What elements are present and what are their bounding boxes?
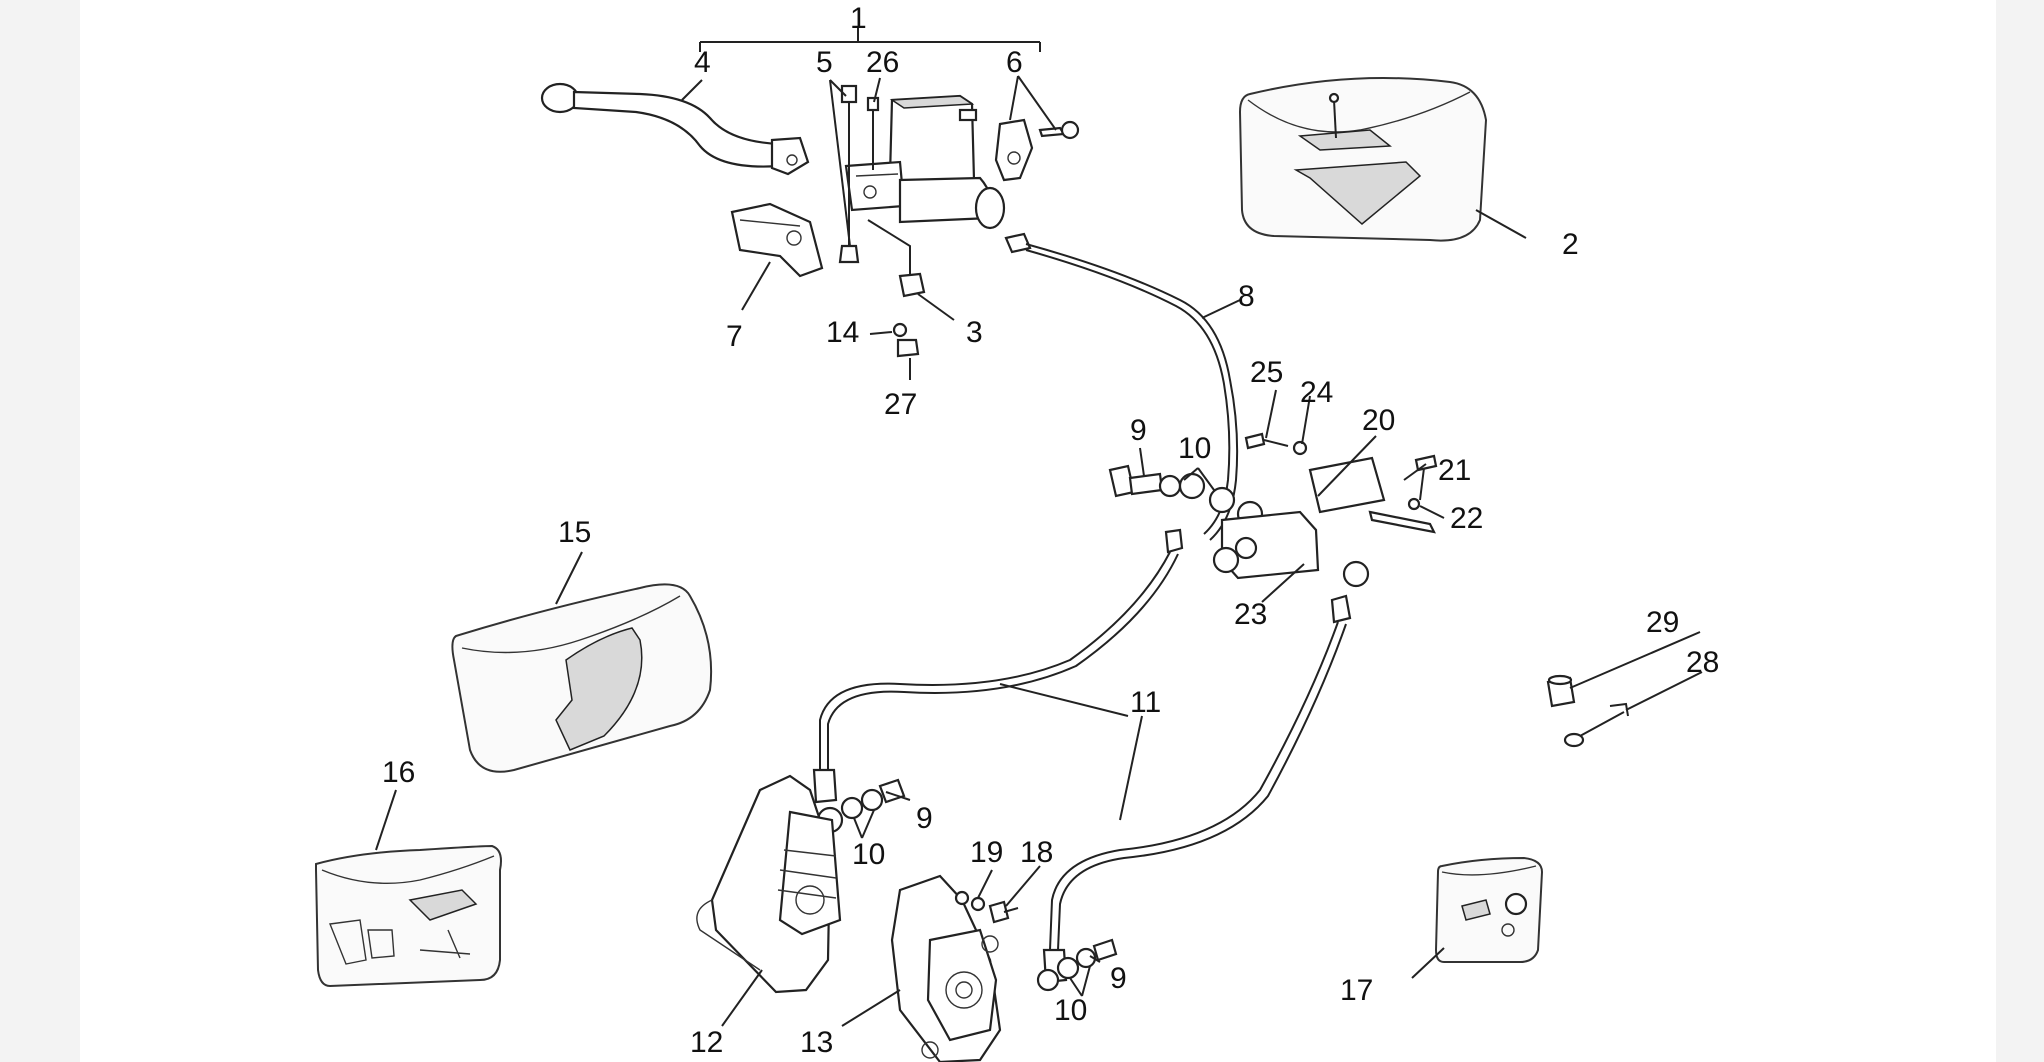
callout-2: 2	[1562, 228, 1579, 261]
hose-8	[1004, 232, 1239, 541]
callout-6: 6	[1006, 46, 1023, 79]
caliper-front-right	[890, 874, 1002, 1062]
callout-18: 18	[1020, 836, 1053, 869]
bolt-26	[866, 96, 880, 170]
repair-kit-bag-2	[1238, 77, 1488, 242]
washer-22	[1407, 497, 1421, 511]
bolt-5	[838, 84, 860, 264]
hose-11-left	[812, 528, 1184, 804]
callout-26: 26	[866, 46, 899, 79]
repair-kit-bag-16	[315, 844, 502, 988]
brake-distributor	[1212, 456, 1436, 580]
banjo-bolt-upper	[1108, 464, 1264, 528]
master-cylinder	[844, 94, 1006, 230]
callout-28: 28	[1686, 646, 1719, 679]
callout-4: 4	[694, 46, 711, 79]
callout-11: 11	[1130, 686, 1161, 719]
callout-9-left: 9	[916, 802, 933, 835]
callout-21: 21	[1438, 454, 1471, 487]
callout-14: 14	[826, 316, 859, 349]
callout-10-left: 10	[852, 838, 885, 871]
nut-27	[896, 338, 920, 358]
callout-23: 23	[1234, 598, 1267, 631]
switch-nut	[867, 219, 926, 298]
assembly-bracket-1	[699, 28, 1041, 52]
bolt-18	[988, 900, 1019, 924]
callout-16: 16	[382, 756, 415, 789]
callout-24: 24	[1300, 376, 1333, 409]
bolt-21	[1414, 454, 1438, 501]
callout-17: 17	[1340, 974, 1373, 1007]
leader-lines	[375, 75, 1703, 1027]
callout-1: 1	[850, 2, 867, 35]
handlebar-clamp	[994, 118, 1080, 182]
callout-19: 19	[970, 836, 1003, 869]
repair-kit-bag-15	[451, 583, 713, 773]
callout-3: 3	[966, 316, 983, 349]
callout-27: 27	[884, 388, 917, 421]
callout-7: 7	[726, 320, 743, 353]
washer-24	[1292, 440, 1308, 456]
callout-10-right: 10	[1054, 994, 1087, 1027]
callout-8: 8	[1238, 280, 1255, 313]
banjo-bolt-right-caliper	[1036, 938, 1118, 992]
callouts: 1 2 3 4 5 6 7 8 9 9 9 10 10 10 11 12 13 …	[382, 2, 1719, 1059]
caliper-front-left	[696, 774, 842, 994]
callout-13: 13	[800, 1026, 833, 1059]
callout-15: 15	[558, 516, 591, 549]
callout-10-upper: 10	[1178, 432, 1211, 465]
callout-25: 25	[1250, 356, 1283, 389]
callout-5: 5	[816, 46, 833, 79]
brake-lever	[540, 82, 810, 176]
bolt-25	[1244, 432, 1289, 450]
washer-14	[892, 322, 908, 338]
repair-kit-bag-17	[1434, 856, 1544, 963]
callout-20: 20	[1362, 404, 1395, 437]
lever-bracket	[730, 202, 824, 278]
callout-12: 12	[690, 1026, 723, 1059]
callout-9-upper: 9	[1130, 414, 1147, 447]
callout-9-right: 9	[1110, 962, 1127, 995]
bolt-19	[954, 890, 986, 912]
cap-29	[1546, 674, 1576, 708]
hose-11-right	[1042, 560, 1370, 984]
callout-22: 22	[1450, 502, 1483, 535]
callout-29: 29	[1646, 606, 1679, 639]
clip-28	[1563, 702, 1629, 748]
